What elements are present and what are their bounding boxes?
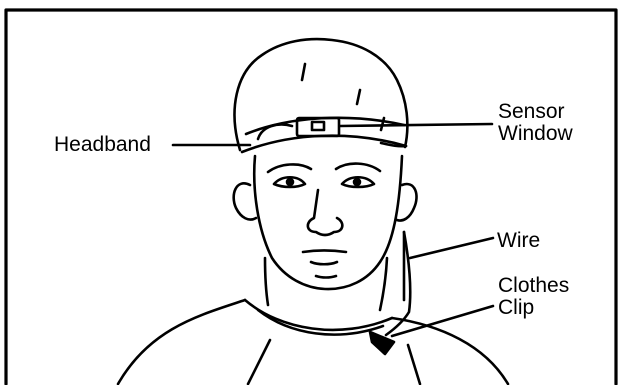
ear-left — [234, 183, 256, 219]
shoulder-left — [118, 300, 245, 384]
wire-leader-line — [410, 238, 493, 258]
clothes-clip-label: Clothes Clip — [498, 275, 569, 319]
eyebrow-left — [268, 164, 311, 172]
shirt-collar-inner — [258, 310, 383, 335]
neck-left — [265, 258, 268, 305]
sensor-window-lens — [312, 122, 324, 130]
wire-label: Wire — [497, 230, 540, 252]
shirt-fold — [408, 345, 420, 384]
sensor-window-label-line-1: Sensor — [498, 101, 573, 123]
hair-strand — [302, 64, 305, 80]
hair-strand — [357, 90, 360, 104]
pupil-right — [354, 179, 360, 185]
clothes-clip — [370, 332, 394, 354]
sensor-window-leader-line — [340, 124, 492, 126]
clothes-clip-label-line-1: Clothes — [498, 275, 569, 297]
sensor-window-label-line-2: Window — [498, 123, 573, 145]
pupil-left — [287, 179, 293, 185]
clothes-clip-label-line-2: Clip — [498, 297, 569, 319]
sensor-window-label: Sensor Window — [498, 101, 573, 145]
neck-right — [380, 258, 387, 310]
nose — [308, 190, 343, 235]
mouth — [303, 251, 346, 253]
chin-line — [316, 276, 336, 278]
face-outline — [254, 156, 402, 289]
eyebrow-right — [336, 164, 380, 171]
shirt-fold — [248, 340, 270, 384]
headband-label: Headband — [54, 134, 151, 156]
mouth-shadow — [311, 262, 337, 264]
